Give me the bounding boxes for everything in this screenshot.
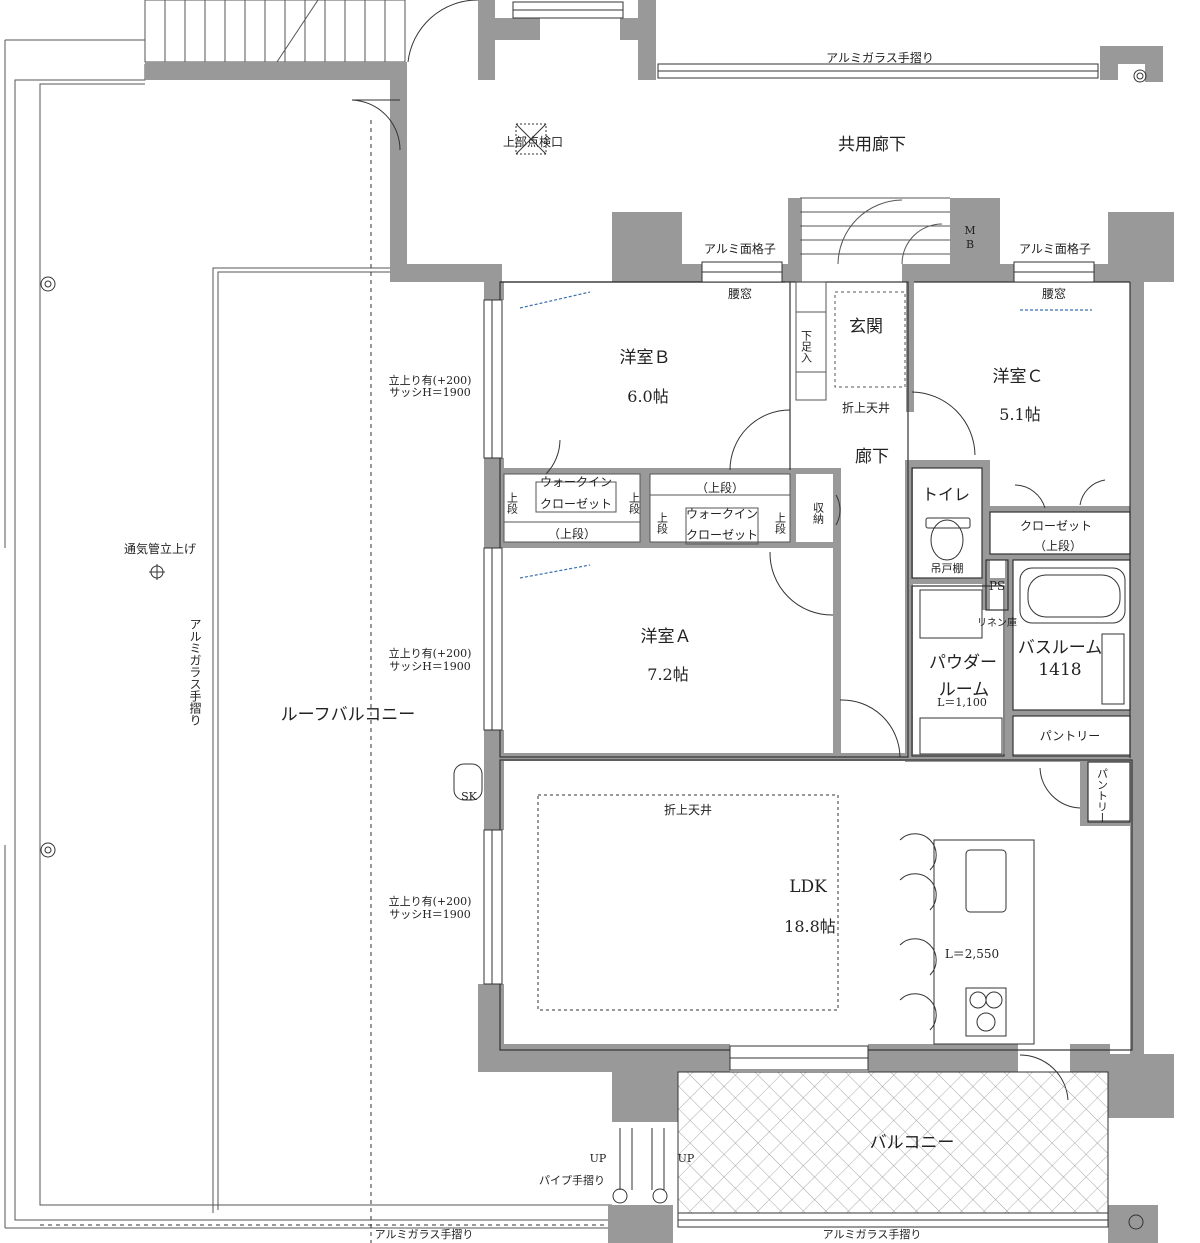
- grille-right-label: アルミ面格子: [1019, 241, 1091, 256]
- rail-top-label: アルミガラス手摺り: [826, 50, 934, 65]
- entrance-steps: [795, 281, 906, 401]
- bedroom-b-size: 6.0帖: [627, 387, 668, 406]
- balcony-label: バルコニー: [870, 1133, 955, 1153]
- closet-shelves: [503, 473, 791, 545]
- closet-c-shelf-label: （上段）: [1034, 538, 1082, 553]
- wic-b-right-shelf: 上段: [628, 492, 641, 515]
- walls: [145, 0, 1174, 1243]
- wic-b-left-shelf: 上段: [506, 492, 519, 515]
- wic-b-shelf-label: （上段）: [548, 526, 596, 541]
- roof-balcony-label: ルーフバルコニー: [281, 705, 416, 725]
- entrance-label: 玄関: [849, 317, 883, 337]
- bath-label-2: 1418: [1038, 660, 1081, 680]
- common-stair: [800, 197, 950, 265]
- pantry-label-2: パントリー: [1096, 768, 1109, 823]
- shared-corridor-label: 共用廊下: [838, 135, 906, 155]
- inspection-port-marker: [515, 123, 547, 155]
- balcony-floor: [677, 1071, 1109, 1214]
- vent-pipe-label: 通気管立上げ: [124, 541, 196, 556]
- wic-b-label-2: クローゼット: [540, 497, 612, 511]
- kitchen: [899, 833, 1035, 1045]
- windows: [483, 1, 1109, 1228]
- up-label-1: UP: [590, 1152, 607, 1165]
- bedroom-b-name: 洋室Ｂ: [620, 348, 671, 368]
- ldk-size: 18.8帖: [784, 917, 836, 936]
- mb-label-m: M: [964, 224, 975, 237]
- step-3a: 立上り有(+200): [389, 894, 472, 908]
- wic-a-left-shelf: 上段: [656, 512, 669, 535]
- toilet-label: トイレ: [922, 485, 970, 504]
- powder-label-2: ルーム: [939, 680, 990, 700]
- wic-a-label-2: クローゼット: [686, 528, 758, 542]
- hanging-shelf-label: 吊戸棚: [931, 561, 964, 575]
- sk-label: SK: [461, 790, 478, 803]
- rail-side-label: アルミガラス手摺り: [188, 618, 202, 726]
- pipe-rail-label: パイプ手摺り: [539, 1173, 605, 1187]
- step-2b: サッシH＝1900: [389, 660, 471, 673]
- up-label-2: UP: [678, 1152, 695, 1165]
- ps-label: PS: [989, 579, 1005, 593]
- hallway-label: 廊下: [855, 447, 889, 467]
- wic-b-label-1: ウォークイン: [540, 475, 612, 489]
- waist-window-left-label: 腰窓: [728, 286, 752, 301]
- fold-ceiling-ldk-label: 折上天井: [664, 802, 712, 817]
- bedroom-a-name: 洋室Ａ: [641, 627, 692, 647]
- sash-markers: [519, 291, 1092, 579]
- toilet-fixture: [925, 517, 971, 561]
- mb-label-b: B: [966, 238, 974, 251]
- ldk-name: LDK: [789, 877, 827, 897]
- kitchen-width-label: L＝2,550: [945, 947, 999, 961]
- basin: [919, 589, 1003, 755]
- storage-label: 収納: [812, 502, 825, 525]
- pantry-label-1: パントリー: [1040, 729, 1101, 743]
- grille-left-label: アルミ面格子: [704, 241, 776, 256]
- step-3b: サッシH＝1900: [389, 908, 471, 921]
- powder-label-1: パウダー: [929, 653, 997, 673]
- pipes: [40, 69, 1147, 1230]
- bath-label-1: バスルーム: [1018, 638, 1103, 658]
- wic-a-label-1: ウォークイン: [686, 507, 758, 521]
- step-2a: 立上り有(+200): [389, 646, 472, 660]
- closet-c-label: クローゼット: [1020, 519, 1092, 533]
- powder-width-label: L＝1,100: [937, 696, 987, 709]
- shoe-storage-label: 下足入: [800, 330, 813, 363]
- step-1b: サッシH＝1900: [389, 386, 471, 399]
- fold-ceiling-outline: [537, 794, 839, 1011]
- wic-a-shelf-label: （上段）: [696, 480, 744, 495]
- door-swings: [351, 0, 1106, 1101]
- waist-window-right-label: 腰窓: [1042, 286, 1066, 301]
- rail-bottom-right-label: アルミガラス手摺り: [823, 1227, 922, 1241]
- wic-a-right-shelf: 上段: [774, 512, 787, 535]
- bedroom-a-size: 7.2帖: [647, 665, 688, 684]
- bathtub: [1019, 567, 1126, 705]
- inspection-port-label: 上部点検口: [503, 134, 563, 149]
- linen-label: リネン庫: [977, 616, 1017, 629]
- bedroom-c-name: 洋室Ｃ: [993, 367, 1044, 387]
- rail-bottom-left-label: アルミガラス手摺り: [375, 1227, 474, 1241]
- bedroom-c-size: 5.1帖: [999, 405, 1040, 424]
- roof-balcony-outline: [4, 39, 612, 1229]
- fold-ceiling-hall-label: 折上天井: [842, 400, 890, 415]
- step-1a: 立上り有(+200): [389, 373, 472, 387]
